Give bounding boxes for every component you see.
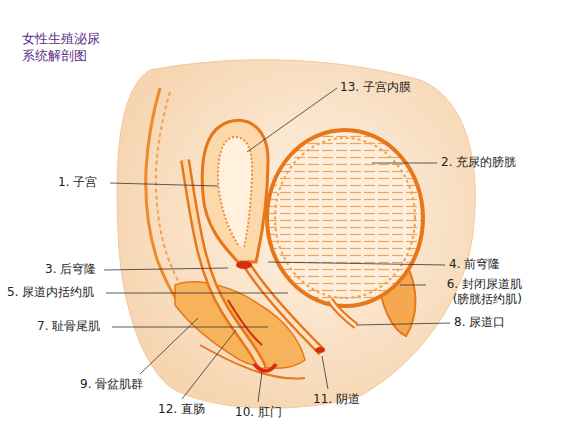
callout-label: 6. 封闭尿道肌 (膀胱括约肌) xyxy=(428,277,522,307)
callout-label: 7. 耻骨尾肌 xyxy=(37,319,100,334)
fornix-accent xyxy=(236,261,252,269)
urethra-lumen xyxy=(330,300,356,326)
leader-line xyxy=(247,88,337,152)
leader-line xyxy=(182,330,236,399)
leader-line xyxy=(268,262,445,265)
leader-lines xyxy=(104,88,450,402)
leader-line xyxy=(258,372,262,402)
leader-line xyxy=(356,323,450,325)
callout-label: 9. 骨盆肌群 xyxy=(80,377,143,392)
leader-line xyxy=(400,285,426,286)
callout-label: 10. 肛门 xyxy=(235,405,282,420)
bladder xyxy=(267,130,423,306)
callout-label: 8. 尿道口 xyxy=(454,315,505,330)
callout-label: 13. 子宫内膜 xyxy=(340,80,411,95)
leader-line xyxy=(140,318,198,374)
leader-line xyxy=(112,327,268,328)
callout-label: 1. 子宫 xyxy=(58,175,97,190)
spine-line xyxy=(156,92,188,296)
urethra xyxy=(330,300,356,326)
callout-label: 2. 充尿的膀胱 xyxy=(441,155,516,170)
leader-line xyxy=(372,163,437,164)
rectum-lumen xyxy=(185,160,262,368)
leader-line xyxy=(322,356,328,389)
leader-line xyxy=(106,293,288,294)
rectum xyxy=(185,160,262,368)
leader-line xyxy=(110,183,218,186)
callout-label: 3. 后穹隆 xyxy=(45,262,96,277)
body-outline xyxy=(117,60,475,408)
vagina-accent xyxy=(315,347,325,353)
callout-label: 5. 尿道内括约肌 xyxy=(7,285,94,300)
uterus xyxy=(202,120,268,262)
endometrium xyxy=(218,137,252,248)
muscle-accent xyxy=(228,300,262,345)
bladder-wall xyxy=(275,138,415,298)
leader-line xyxy=(104,268,228,270)
callout-label: 4. 前穹隆 xyxy=(449,257,500,272)
callout-label: 11. 阴道 xyxy=(313,392,360,407)
diagram-title: 女性生殖泌尿 系统解剖图 xyxy=(22,30,114,64)
anus-accent xyxy=(254,364,276,371)
callout-label: 12. 直肠 xyxy=(158,402,205,417)
